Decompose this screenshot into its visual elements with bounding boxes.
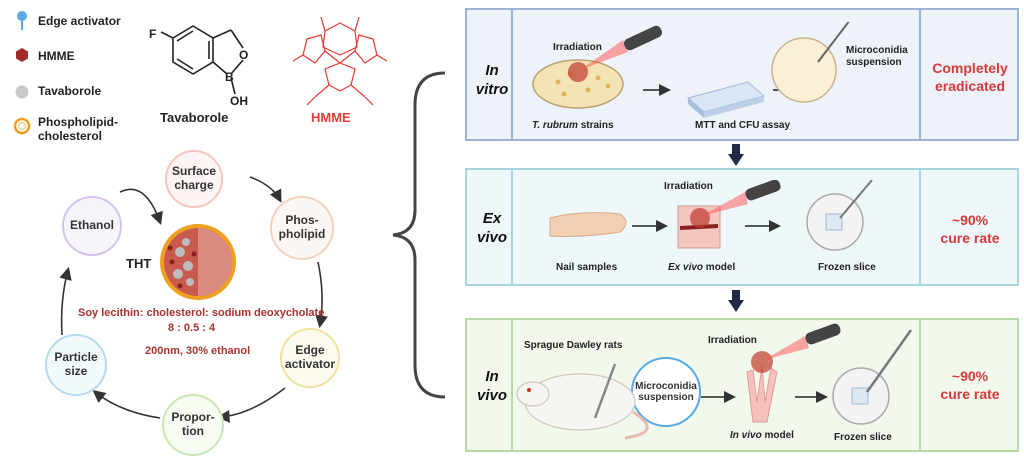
brace-icon — [392, 71, 446, 399]
legend-icons — [13, 11, 31, 135]
laser-pointer-icon — [805, 323, 841, 345]
ex-vivo-nail-label: Nail samples — [556, 262, 618, 273]
irradiation-spot-icon — [568, 62, 588, 82]
node-proportion: Propor-tion — [162, 394, 224, 456]
ex-vivo-frozen-label: Frozen slice — [818, 262, 876, 273]
rat-icon — [516, 373, 649, 440]
hmme-label: HMME — [311, 110, 351, 125]
in-vitro-assay-label: MTT and CFU assay — [695, 120, 791, 131]
tavaborole-label: Tavaborole — [160, 110, 229, 125]
legend-hmme: HMME — [38, 49, 75, 63]
phospholipid-cholesterol-icon — [13, 117, 31, 135]
cycle-arrows — [59, 176, 328, 423]
node-ethanol: Ethanol — [62, 196, 122, 256]
tht-sphere-icon — [160, 224, 236, 300]
tavaborole-structure: F O B OH — [149, 25, 248, 108]
well-plate-icon — [686, 81, 766, 118]
tweezers-icon — [865, 329, 913, 393]
in-vitro-irradiation-label: Irradiation — [553, 42, 602, 53]
down-arrow-icon-2 — [728, 290, 744, 312]
down-arrow-icon-1 — [728, 144, 744, 166]
ex-vivo-result: ~90%cure rate — [940, 212, 1000, 246]
tweezers-icon — [839, 180, 873, 219]
tht-label: THT — [126, 256, 152, 271]
pipette-icon — [817, 22, 850, 63]
atom-b: B — [225, 70, 234, 84]
atom-o: O — [239, 48, 248, 62]
node-phospholipid: Phos-pholipid — [270, 196, 334, 260]
in-vivo-result: ~90%cure rate — [940, 368, 1000, 402]
laser-pointer-icon — [623, 25, 663, 51]
formula-line3: 200nm, 30% ethanol — [145, 345, 251, 357]
formula-line1: Soy lecithin: cholesterol: sodium deoxyc… — [78, 307, 325, 319]
microconidia-dish-icon — [771, 37, 837, 103]
legend-edge-activator: Edge activator — [38, 14, 121, 28]
formula-line2: 8 : 0.5 : 4 — [168, 322, 216, 334]
in-vivo-rats-label: Sprague Dawley rats — [524, 340, 623, 351]
ex-vivo-model-label: Ex vivo model — [668, 262, 736, 273]
laser-pointer-icon — [745, 180, 781, 201]
in-vivo-illustrations — [516, 323, 913, 440]
ex-vivo-irradiation-label: Irradiation — [664, 181, 713, 192]
ex-vivo-illustrations — [549, 180, 873, 251]
atom-oh: OH — [230, 94, 248, 108]
in-vitro-illustrations — [532, 22, 850, 118]
atom-f: F — [149, 27, 156, 41]
in-vivo-model-label: In vivo model — [730, 430, 794, 441]
edge-activator-icon — [17, 11, 27, 30]
tavaborole-icon — [15, 85, 29, 99]
hmme-structure — [292, 16, 388, 106]
syringe-icon — [593, 363, 617, 419]
petri-dish-icon — [532, 59, 624, 109]
in-vitro-strains-label: T. rubrum strains — [532, 120, 614, 131]
in-vivo-irradiation-label: Irradiation — [708, 335, 757, 346]
in-vivo-frozen-label: Frozen slice — [834, 432, 892, 443]
legend-phospholipid: Phospholipid-cholesterol — [38, 115, 118, 143]
rat-paw-icon — [746, 365, 778, 423]
legend-tavaborole: Tavaborole — [38, 84, 102, 98]
finger-icon — [549, 212, 627, 237]
hmme-icon — [16, 48, 28, 62]
